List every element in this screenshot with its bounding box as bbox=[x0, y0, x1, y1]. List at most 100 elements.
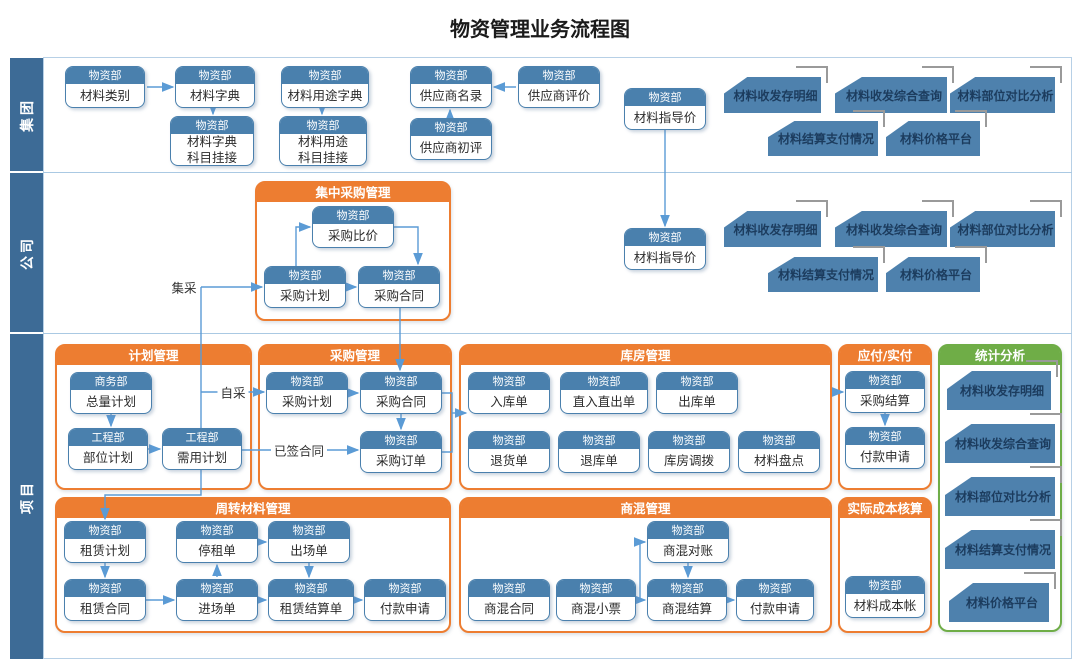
node-material-stocktake: 物资部材料盘点 bbox=[738, 431, 820, 473]
stat-shape-bg bbox=[945, 477, 1055, 516]
node-label: 租赁计划 bbox=[79, 542, 130, 558]
corner-bracket-icon bbox=[955, 110, 987, 127]
stat-label: 材料收发综合查询 bbox=[954, 437, 1051, 451]
node-label: 出场单 bbox=[290, 542, 328, 558]
node-lease-contract: 物资部租赁合同 bbox=[64, 579, 146, 621]
node-label: 供应商名录 bbox=[419, 87, 483, 103]
node-label: 入库单 bbox=[490, 393, 528, 409]
node-label: 商混对账 bbox=[662, 542, 713, 558]
node-dept: 物资部 bbox=[649, 432, 729, 449]
corner-bracket-icon bbox=[796, 200, 828, 217]
stat-shape-recv-send-query-2: 材料收发综合查询 bbox=[835, 200, 954, 247]
node-material-usage-dictionary: 物资部材料用途字典 bbox=[281, 66, 369, 108]
node-material-dictionary-subject-link: 物资部材料字典 科目挂接 bbox=[170, 116, 254, 166]
node-purchase-plan-company: 物资部采购计划 bbox=[264, 266, 346, 308]
node-label: 退货单 bbox=[490, 452, 528, 468]
lane-header-group: 集团 bbox=[10, 58, 43, 171]
stat-shape-recv-send-query-1: 材料收发综合查询 bbox=[835, 66, 954, 113]
node-return-goods-order: 物资部退货单 bbox=[468, 431, 550, 473]
stat-shape-part-compare-3: 材料部位对比分析 bbox=[945, 466, 1062, 516]
node-purchase-plan-project: 物资部采购计划 bbox=[266, 372, 348, 414]
node-material-cost-ledger: 物资部材料成本帐 bbox=[845, 576, 925, 618]
group-header-centralized-procurement: 集中采购管理 bbox=[257, 183, 449, 202]
node-concrete-ticket: 物资部商混小票 bbox=[556, 579, 636, 621]
node-dept: 物资部 bbox=[269, 522, 349, 539]
node-payment-request-1: 物资部付款申请 bbox=[845, 427, 925, 469]
node-label: 采购合同 bbox=[373, 287, 424, 303]
node-dept: 物资部 bbox=[469, 580, 549, 597]
corner-bracket-icon bbox=[1030, 200, 1062, 217]
node-supplier-evaluation: 物资部供应商评价 bbox=[518, 66, 600, 108]
node-total-plan: 商务部总量计划 bbox=[70, 372, 152, 414]
stat-shape-recv-send-query-3: 材料收发综合查询 bbox=[945, 413, 1062, 463]
node-label: 付款申请 bbox=[379, 600, 430, 616]
node-dept: 物资部 bbox=[411, 67, 491, 84]
node-purchase-order: 物资部采购订单 bbox=[360, 431, 442, 473]
stat-label: 材料价格平台 bbox=[965, 596, 1038, 610]
node-dept: 工程部 bbox=[69, 429, 147, 446]
node-label: 商混合同 bbox=[483, 600, 534, 616]
corner-bracket-icon bbox=[922, 66, 954, 83]
node-label: 进场单 bbox=[198, 600, 236, 616]
stat-label: 材料收发存明细 bbox=[733, 222, 818, 237]
stat-shape-bg bbox=[768, 121, 878, 156]
node-label: 材料字典 bbox=[189, 87, 240, 103]
lane-divider-1 bbox=[43, 172, 1072, 173]
stat-shape-settle-pay-3: 材料结算支付情况 bbox=[945, 519, 1062, 569]
group-header-actual-cost-accounting: 实际成本核算 bbox=[840, 499, 930, 518]
node-dept: 物资部 bbox=[361, 432, 441, 449]
stat-shape-bg bbox=[950, 211, 1055, 247]
node-label: 供应商初评 bbox=[419, 139, 483, 155]
lane-label-project: 项目 bbox=[19, 479, 36, 514]
node-warehouse-transfer: 物资部库房调拨 bbox=[648, 431, 730, 473]
stat-label: 材料收发存明细 bbox=[733, 88, 818, 103]
lane-header-company: 公司 bbox=[10, 173, 43, 332]
node-dept: 物资部 bbox=[557, 580, 635, 597]
node-stop-lease-order: 物资部停租单 bbox=[176, 521, 258, 563]
edge-label-label-centralized-buy: 集采 bbox=[168, 277, 200, 297]
node-material-dictionary: 物资部材料字典 bbox=[175, 66, 255, 108]
node-material-guide-price-company: 物资部材料指导价 bbox=[624, 228, 706, 270]
stat-label: 材料价格平台 bbox=[899, 132, 972, 146]
node-label: 部位计划 bbox=[82, 449, 133, 465]
stat-shape-part-compare-1: 材料部位对比分析 bbox=[950, 66, 1062, 113]
node-dept: 商务部 bbox=[71, 373, 151, 390]
node-dept: 物资部 bbox=[267, 373, 347, 390]
node-dept: 物资部 bbox=[625, 229, 705, 246]
node-dept: 物资部 bbox=[846, 372, 924, 389]
node-supplier-directory: 物资部供应商名录 bbox=[410, 66, 492, 108]
group-header-plan-management: 计划管理 bbox=[57, 346, 250, 365]
node-purchase-contract-project: 物资部采购合同 bbox=[360, 372, 442, 414]
node-dept: 物资部 bbox=[282, 67, 368, 84]
stat-shape-bg bbox=[949, 583, 1049, 622]
node-label: 付款申请 bbox=[749, 600, 800, 616]
node-material-usage-subject-link: 物资部材料用途 科目挂接 bbox=[279, 116, 367, 166]
stat-shape-settle-pay-1: 材料结算支付情况 bbox=[768, 110, 885, 156]
group-header-turnover-material: 周转材料管理 bbox=[57, 499, 449, 518]
node-dept: 物资部 bbox=[739, 432, 819, 449]
stat-shape-recv-send-detail-2: 材料收发存明细 bbox=[724, 200, 828, 247]
node-dept: 物资部 bbox=[657, 373, 737, 390]
stat-shape-price-platform-1: 材料价格平台 bbox=[886, 110, 987, 156]
node-label: 库房调拨 bbox=[663, 452, 714, 468]
stat-label: 材料价格平台 bbox=[899, 268, 972, 282]
node-label: 租赁结算单 bbox=[279, 600, 343, 616]
node-dept: 物资部 bbox=[176, 67, 254, 84]
stat-label: 材料结算支付情况 bbox=[954, 543, 1051, 557]
node-label: 租赁合同 bbox=[79, 600, 130, 616]
node-material-guide-price-group: 物资部材料指导价 bbox=[624, 88, 706, 130]
node-return-stock-order: 物资部退库单 bbox=[558, 431, 640, 473]
node-dept: 物资部 bbox=[846, 577, 924, 594]
lane-divider-2 bbox=[43, 333, 1072, 334]
node-part-plan: 工程部部位计划 bbox=[68, 428, 148, 470]
node-dept: 物资部 bbox=[359, 267, 439, 284]
node-dept: 物资部 bbox=[65, 522, 145, 539]
node-dept: 物资部 bbox=[280, 117, 366, 134]
corner-bracket-icon bbox=[796, 66, 828, 83]
node-dept: 物资部 bbox=[365, 580, 445, 597]
edge-label-label-signed-contract: 已签合同 bbox=[270, 440, 328, 460]
group-header-warehouse-management: 库房管理 bbox=[461, 346, 830, 365]
diagram-frame bbox=[43, 57, 1072, 659]
node-dept: 工程部 bbox=[163, 429, 241, 446]
node-label: 材料成本帐 bbox=[853, 597, 917, 613]
